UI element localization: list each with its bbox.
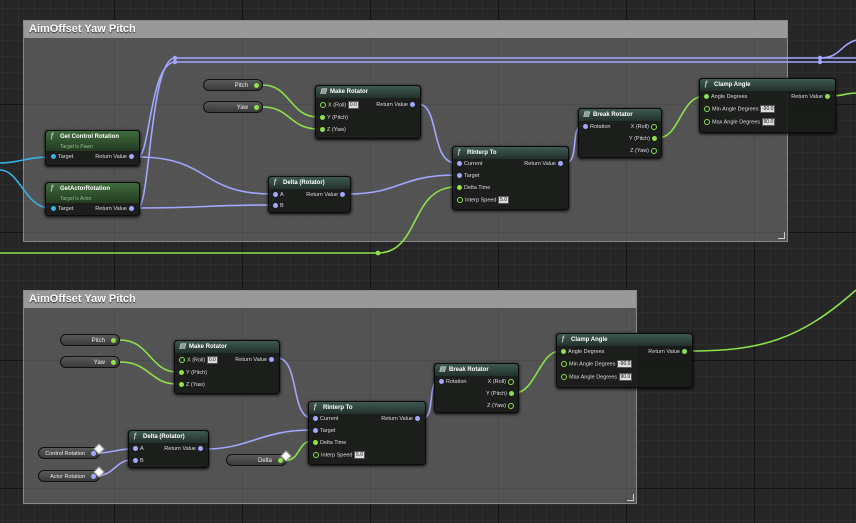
current-pin[interactable]: Current (455, 160, 482, 168)
return-value-pin[interactable]: Return Value (306, 191, 347, 199)
control-rotation-variable-node[interactable]: Control Rotation (38, 443, 105, 459)
min-angle-field[interactable]: -90.0 (617, 360, 633, 368)
function-icon: ƒ (273, 179, 277, 186)
max-angle-field[interactable]: 90.0 (618, 373, 633, 381)
return-value-pin[interactable]: Return Value (235, 356, 276, 364)
target-pin[interactable]: Target (49, 153, 73, 161)
delta-time-pin[interactable]: Delta Time (455, 184, 490, 192)
delta-variable-node[interactable]: Delta (226, 450, 292, 466)
break-rotator-node[interactable]: ▤Break Rotator Rotation X (Roll) Y (Pitc… (578, 108, 662, 158)
interp-speed-pin[interactable]: Interp Speed 5.0 (311, 451, 365, 459)
resize-grip[interactable] (778, 232, 785, 239)
y-pitch-pin[interactable]: Y (Pitch) (318, 114, 348, 122)
wire-control-rotation (137, 61, 856, 158)
a-pin[interactable]: A (131, 445, 144, 453)
comment-title[interactable]: AimOffset Yaw Pitch (24, 21, 787, 38)
min-angle-pin[interactable]: Min Angle Degrees -90.0 (702, 105, 776, 113)
yaw-variable-node[interactable]: Yaw (203, 101, 263, 113)
angle-degrees-pin[interactable]: Angle Degrees (702, 93, 747, 101)
b-pin[interactable]: B (271, 202, 284, 210)
resize-grip[interactable] (627, 494, 634, 501)
target-pin[interactable]: Target (455, 172, 479, 180)
target-pin[interactable]: Target (49, 205, 73, 213)
return-value-pin[interactable]: Return Value (95, 153, 136, 161)
make-rotator-node[interactable]: ▤Make Rotator X (Roll) 0.0 Return Value … (315, 85, 421, 139)
make-rotator-node[interactable]: ▤Make Rotator X (Roll) 0.0 Return Value … (174, 340, 280, 394)
delta-time-pin[interactable]: Delta Time (311, 439, 346, 447)
pin[interactable] (278, 458, 283, 463)
x-roll-pin[interactable]: X (Roll) 0.0 (177, 356, 218, 364)
rotation-pin[interactable]: Rotation (581, 123, 611, 131)
function-icon: ƒ (133, 433, 137, 440)
pin[interactable] (254, 105, 259, 110)
pin[interactable] (111, 360, 116, 365)
struct-icon: ▤ (439, 366, 446, 373)
comment-title[interactable]: AimOffset Yaw Pitch (24, 291, 636, 308)
function-icon: ƒ (50, 185, 54, 192)
b-pin[interactable]: B (131, 457, 144, 465)
yaw-variable-node[interactable]: Yaw (60, 356, 120, 368)
function-icon: ƒ (313, 404, 317, 411)
y-pitch-pin[interactable]: Y (Pitch) (177, 369, 207, 377)
pin[interactable] (111, 338, 116, 343)
angle-degrees-pin[interactable]: Angle Degrees (559, 348, 604, 356)
target-pin[interactable]: Target (311, 427, 335, 435)
function-icon: ƒ (457, 149, 461, 156)
function-icon: ƒ (704, 81, 708, 88)
interp-speed-pin[interactable]: Interp Speed 5.0 (455, 196, 509, 204)
wire-actor-rotation (137, 57, 856, 209)
comment-box-bottom[interactable]: AimOffset Yaw Pitch (23, 290, 637, 504)
x-roll-out-pin[interactable]: X (Roll) (631, 123, 659, 131)
return-value-pin[interactable]: Return Value (376, 101, 417, 109)
actor-rotation-variable-node[interactable]: Actor Rotation (38, 466, 105, 482)
pin[interactable] (91, 474, 96, 479)
current-pin[interactable]: Current (311, 415, 338, 423)
z-yaw-out-pin[interactable]: Z (Yaw) (630, 147, 659, 155)
function-icon: ƒ (561, 336, 565, 343)
interp-speed-field[interactable]: 5.0 (498, 196, 509, 204)
z-yaw-pin[interactable]: Z (Yaw) (177, 381, 205, 389)
return-value-pin[interactable]: Return Value (648, 348, 689, 356)
pitch-variable-node[interactable]: Pitch (203, 79, 263, 91)
return-value-pin[interactable]: Return Value (95, 205, 136, 213)
struct-icon: ▤ (320, 88, 327, 95)
return-value-pin[interactable]: Return Value (524, 160, 565, 168)
return-value-pin[interactable]: Return Value (164, 445, 205, 453)
x-roll-field[interactable]: 0.0 (206, 356, 218, 364)
pin[interactable] (254, 83, 259, 88)
break-rotator-node[interactable]: ▤Break Rotator Rotation X (Roll) Y (Pitc… (434, 363, 519, 413)
y-pitch-out-pin[interactable]: Y (Pitch) (629, 135, 659, 143)
rotation-pin[interactable]: Rotation (437, 378, 467, 386)
a-pin[interactable]: A (271, 191, 284, 199)
function-icon: ƒ (50, 133, 54, 140)
return-value-pin[interactable]: Return Value (381, 415, 422, 423)
z-yaw-pin[interactable]: Z (Yaw) (318, 126, 346, 134)
max-angle-pin[interactable]: Max Angle Degrees 90.0 (559, 373, 633, 381)
return-value-pin[interactable]: Return Value (791, 93, 832, 101)
struct-icon: ▤ (179, 343, 186, 350)
max-angle-pin[interactable]: Max Angle Degrees 90.0 (702, 118, 776, 126)
pitch-variable-node[interactable]: Pitch (60, 334, 120, 346)
x-roll-field[interactable]: 0.0 (347, 101, 359, 109)
min-angle-field[interactable]: -90.0 (760, 105, 776, 113)
x-roll-pin[interactable]: X (Roll) 0.0 (318, 101, 359, 109)
pin[interactable] (91, 451, 96, 456)
interp-speed-field[interactable]: 5.0 (354, 451, 365, 459)
x-roll-out-pin[interactable]: X (Roll) (488, 378, 516, 386)
struct-icon: ▤ (583, 111, 590, 118)
min-angle-pin[interactable]: Min Angle Degrees -90.0 (559, 360, 633, 368)
z-yaw-out-pin[interactable]: Z (Yaw) (487, 402, 516, 410)
max-angle-field[interactable]: 90.0 (761, 118, 776, 126)
y-pitch-out-pin[interactable]: Y (Pitch) (486, 390, 516, 398)
